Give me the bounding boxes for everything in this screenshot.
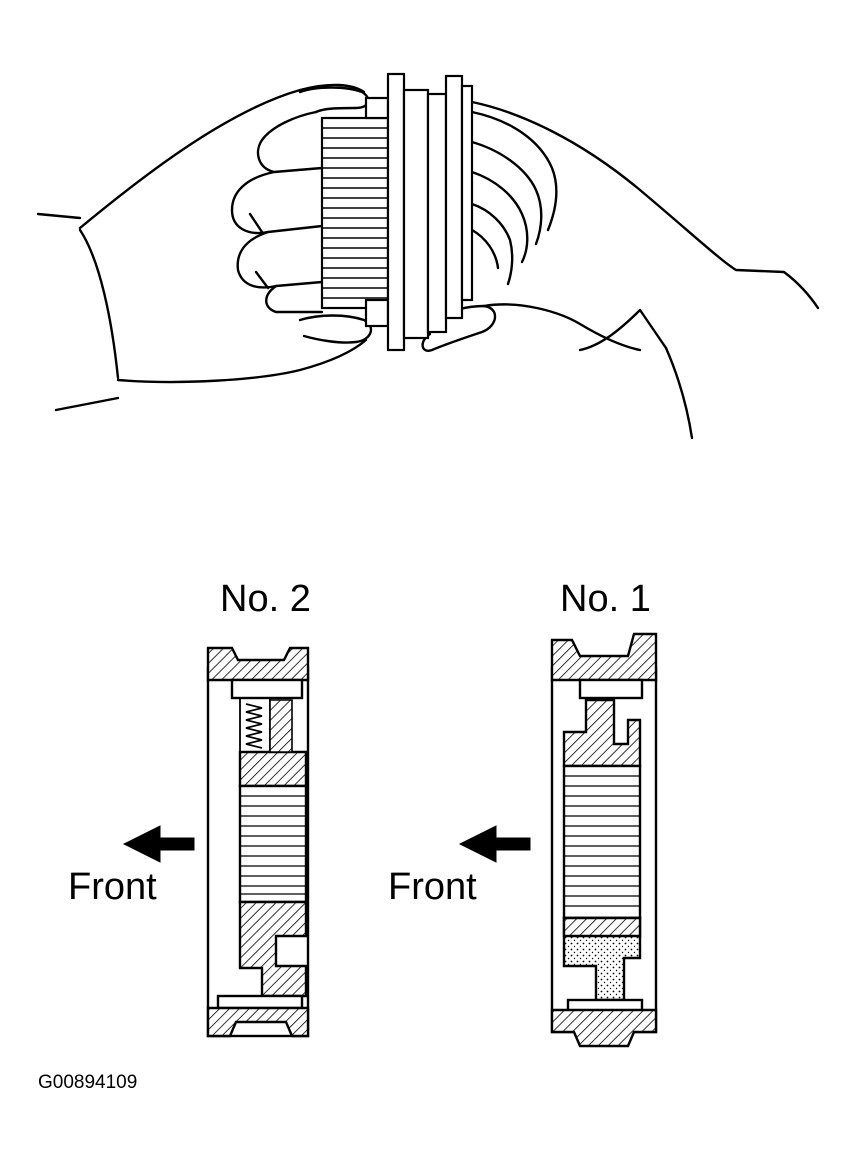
label-front-left: Front <box>68 866 157 908</box>
clutch-section-no1 <box>550 632 658 1048</box>
arrow-left-icon <box>122 825 195 863</box>
clutch-section-no2 <box>206 646 310 1038</box>
figure-code: G00894109 <box>38 1072 138 1093</box>
arrow-left-icon <box>458 825 531 863</box>
label-no2: No. 2 <box>220 578 311 620</box>
clutch-drum-icon <box>320 72 474 352</box>
hands-holding-clutch-icon <box>36 83 820 440</box>
label-front-right: Front <box>388 866 477 908</box>
label-no1: No. 1 <box>560 578 651 620</box>
